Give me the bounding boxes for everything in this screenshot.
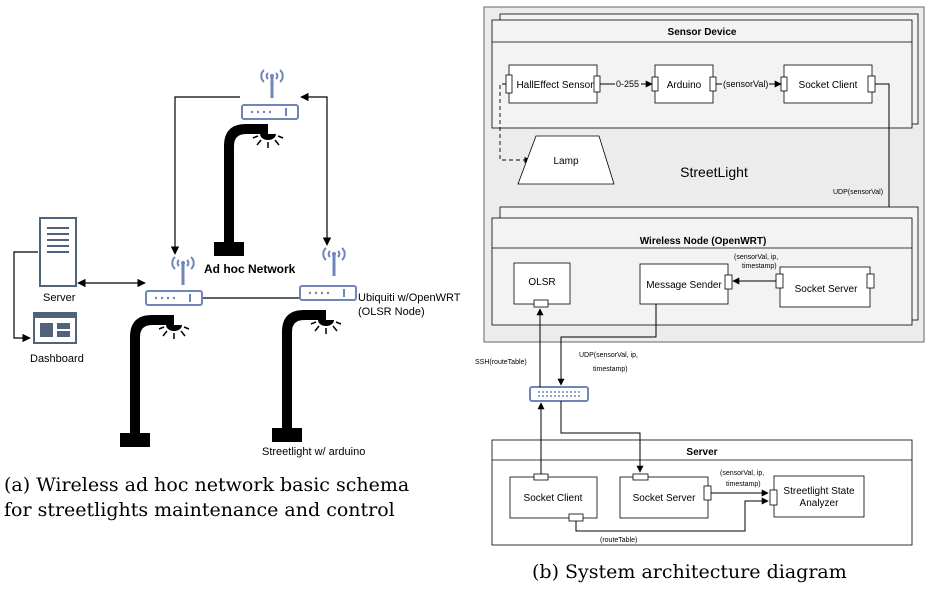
server-label: Server <box>43 292 76 304</box>
udp-sensorval-label: UDP(sensorVal) <box>833 189 883 196</box>
lamp-label: Lamp <box>553 156 578 167</box>
caption-b: (b) System architecture diagram <box>532 561 847 583</box>
switch-to-server <box>560 401 644 473</box>
socket-server-bottom-label: Socket Server <box>633 493 696 504</box>
msg-label-1: (sensorVal, ip, <box>734 254 778 261</box>
analyzer-label-1: Streetlight State <box>783 486 855 497</box>
server-title: Server <box>686 447 717 458</box>
socket-client-top-label: Socket Client <box>799 80 858 91</box>
range-label: 0-255 <box>616 79 639 89</box>
sensorval-label: (sensorVal) <box>723 79 768 89</box>
switch-icon <box>529 386 589 402</box>
lamp-shape <box>517 135 615 185</box>
streetlight-title: StreetLight <box>680 164 748 180</box>
streetlight-icon <box>213 123 284 257</box>
router-icon <box>299 285 357 301</box>
panel-b: Sensor Device HallEffect Sensor Arduino … <box>475 6 925 583</box>
link-top-right <box>300 92 332 246</box>
streetlight-icon <box>271 309 342 443</box>
link-server-dashboard <box>13 251 38 343</box>
message-sender-box <box>639 263 729 305</box>
message-sender-label: Message Sender <box>646 280 722 291</box>
routetable-link <box>575 497 769 532</box>
socket-server-top-label: Socket Server <box>795 284 858 295</box>
analyzer-box <box>773 475 865 518</box>
antenna-icon <box>259 68 285 100</box>
arduino-box <box>654 64 714 104</box>
router-icon <box>145 290 203 306</box>
streetlight-icon <box>119 314 190 448</box>
dashboard-icon <box>33 312 77 344</box>
dashboard-label: Dashboard <box>30 353 84 365</box>
router-icon <box>241 104 299 120</box>
msg-label-2: timestamp) <box>742 263 777 270</box>
antenna-icon <box>321 246 347 278</box>
udp-full-label-2: timestamp) <box>593 366 628 373</box>
analyzer-label-2: Analyzer <box>800 498 840 509</box>
halleffect-label: HallEffect Sensor <box>516 80 594 91</box>
udp-full-link <box>557 304 657 386</box>
streetlight-label: Streetlight w/ arduino <box>262 446 365 458</box>
socket-client-bottom-box <box>509 476 598 519</box>
server-icon <box>39 217 77 287</box>
socket-server-bottom-box <box>619 476 709 519</box>
udp-full-label-1: UDP(sensorVal, ip, <box>579 352 638 359</box>
olsr-label: OLSR <box>528 277 555 288</box>
antenna-icon <box>170 255 196 287</box>
wireless-node-title: Wireless Node (OpenWRT) <box>640 236 767 247</box>
hall-to-lamp <box>499 83 531 164</box>
link-top-left <box>170 96 240 255</box>
socket-client-bottom-label: Socket Client <box>524 493 583 504</box>
ubiquiti-label-sub: (OLSR Node) <box>358 306 425 318</box>
arduino-label: Arduino <box>667 80 702 91</box>
srv-label-2: timestamp) <box>726 481 761 488</box>
srv-label-1: (sensorVal, ip, <box>720 470 764 477</box>
panel-a: Server Dashboard Ad hoc Network Ubiquiti… <box>4 68 461 521</box>
ssh-label: SSH(routeTable) <box>475 359 527 366</box>
network-label: Ad hoc Network <box>204 262 296 276</box>
olsr-box <box>513 262 571 305</box>
routetable-label: (routeTable) <box>600 537 637 544</box>
sensor-device-title: Sensor Device <box>668 27 737 38</box>
socket-client-top-box <box>783 64 873 104</box>
caption-a-line2: for streetlights maintenance and control <box>4 499 395 521</box>
ubiquiti-label: Ubiquiti w/OpenWRT <box>358 292 461 304</box>
caption-a: (a) Wireless ad hoc network basic schema <box>4 474 409 496</box>
